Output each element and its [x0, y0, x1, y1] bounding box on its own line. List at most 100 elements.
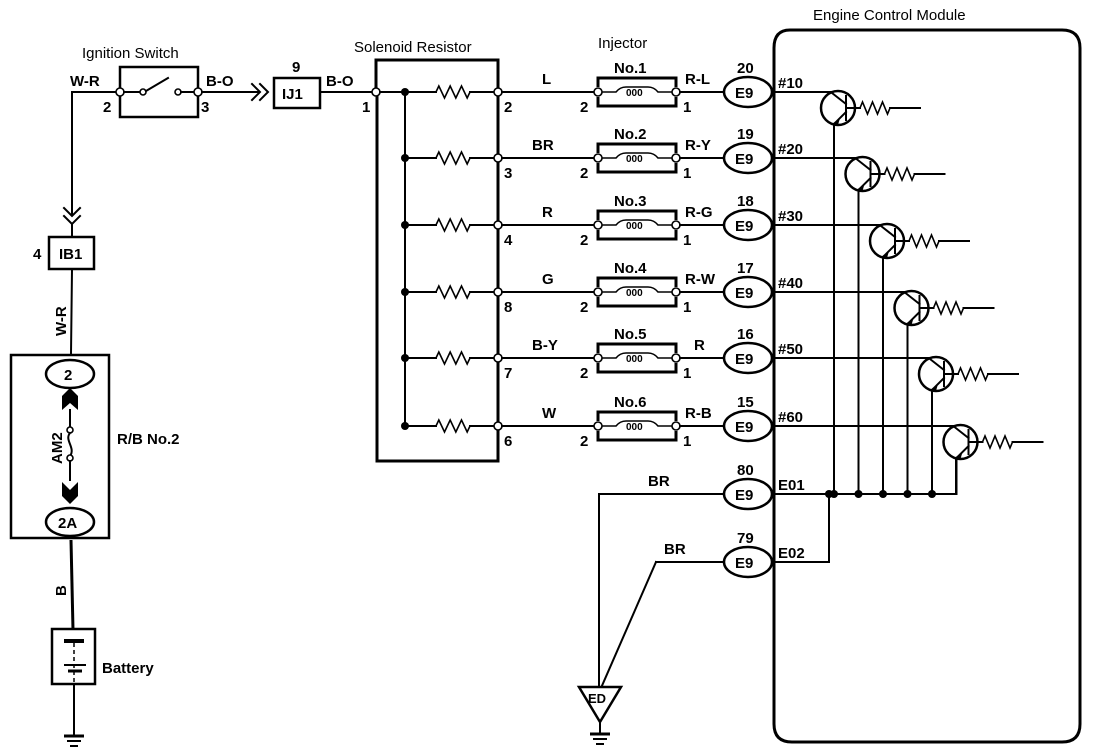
coil-glyph: 000 [626, 354, 643, 365]
wire-label: R-G [685, 204, 713, 221]
injector-pin-in: 2 [580, 299, 588, 316]
resistor-icon [435, 217, 471, 233]
coil-glyph: 000 [626, 88, 643, 99]
injector-coil-icon [602, 352, 672, 359]
resistor-branch: 8 [401, 284, 512, 316]
wire-label-b: B [53, 585, 70, 596]
connector-e9 [722, 275, 774, 309]
injector-coil-icon [602, 219, 672, 226]
injector-pin-in: 2 [580, 232, 588, 249]
ecm-signal-label: #30 [778, 208, 803, 225]
resistor-pin: 6 [504, 433, 512, 450]
wire-label-b-o-2: B-O [326, 73, 354, 90]
resistor-pin: 7 [504, 365, 512, 382]
connector-ij1: IJ1 9 [272, 59, 322, 110]
wire-label: W [542, 405, 557, 422]
injector-coil-icon [602, 286, 672, 293]
connector-label: E9 [735, 285, 753, 302]
battery: Battery [50, 627, 154, 747]
injector-name: No.4 [614, 260, 647, 277]
injector-name: No.1 [614, 60, 647, 77]
coil-glyph: 000 [626, 154, 643, 165]
injector-pin-in: 2 [580, 433, 588, 450]
wire-label-w-r: W-R [70, 73, 100, 90]
resistor-icon [908, 232, 940, 250]
wire-label-w-r-vertical: W-R [53, 306, 70, 336]
ecm-pin-number: 79 [737, 530, 754, 547]
wire-label: R [694, 337, 705, 354]
resistor-icon [435, 284, 471, 300]
resistor-branch: 4 [401, 217, 513, 249]
resistor-pin: 4 [504, 232, 513, 249]
resistor-icon [435, 418, 471, 434]
connector-e9 [722, 75, 774, 109]
injector-pin-out: 1 [683, 232, 691, 249]
resistor-icon [957, 365, 989, 383]
ecm-pin-number: 16 [737, 326, 754, 343]
injector-rows: L2000No.11R-LE920BR2000No.21R-YE919R2000… [501, 60, 774, 450]
ecm-driver-4: #40 [773, 275, 995, 498]
connector-e9 [722, 341, 774, 375]
connector-label: E9 [735, 218, 753, 235]
ecm-signal-label: #10 [778, 75, 803, 92]
wire-label: BR [648, 473, 670, 490]
resistor-pin: 8 [504, 299, 512, 316]
injector-1: L 2 000 No.1 1 R-L E9 20 [501, 60, 774, 116]
injector-pin-out: 1 [683, 299, 691, 316]
coil-glyph: 000 [626, 288, 643, 299]
ignition-pin-3: 3 [201, 99, 209, 116]
connector-label: E9 [735, 487, 753, 504]
resistor-icon [883, 165, 916, 183]
injector-title: Injector [598, 35, 647, 52]
resistor-pin: 2 [504, 99, 512, 116]
injector-pin-out: 1 [683, 99, 691, 116]
injector-pin-in: 2 [580, 365, 588, 382]
injector-pin-out: 1 [683, 165, 691, 182]
ecm-pin-number: 20 [737, 60, 754, 77]
wire-label-b-o: B-O [206, 73, 234, 90]
connector-ij1-pin: 9 [292, 59, 300, 76]
wire-label: R [542, 204, 553, 221]
wire-label: R-L [685, 71, 710, 88]
injector-pin-out: 1 [683, 365, 691, 382]
resistor-icon [859, 99, 891, 117]
resistor-icon [435, 150, 471, 166]
connector-label: E9 [735, 85, 753, 102]
fuse-am2-label: AM2 [49, 432, 66, 464]
wire-label: R-Y [685, 137, 711, 154]
ignition-switch: Ignition Switch W-R 2 3 B-O [70, 45, 234, 119]
resistor-icon [981, 433, 1014, 451]
solenoid-resistor-title: Solenoid Resistor [354, 39, 472, 56]
ecm-signal-label: #50 [778, 341, 803, 358]
ecm-driver-3: #30 [773, 208, 970, 498]
connector-label: E9 [735, 555, 753, 572]
ecm-pin-number: 19 [737, 126, 754, 143]
injector-name: No.6 [614, 394, 647, 411]
ignition-pin-2: 2 [103, 99, 111, 116]
wire-label: R-B [685, 405, 712, 422]
resistor-branch: 2 [401, 84, 512, 116]
injector-pin-out: 1 [683, 433, 691, 450]
ground-ed: ED [576, 685, 624, 745]
connector-e9 [722, 409, 774, 443]
ignition-switch-title: Ignition Switch [82, 45, 179, 62]
wire-label: B-Y [532, 337, 558, 354]
ecm-pin-number: 17 [737, 260, 754, 277]
ecm-signal-label: E01 [778, 477, 805, 494]
ground-ed-label: ED [588, 691, 606, 706]
connector-ib1-pin: 4 [33, 246, 42, 263]
ecm-signal-label: #40 [778, 275, 803, 292]
ecm-pin-number: 80 [737, 462, 754, 479]
resistor-pin: 3 [504, 165, 512, 182]
injector-coil-icon [602, 86, 672, 93]
injector-name: No.5 [614, 326, 647, 343]
wire-label: L [542, 71, 551, 88]
resistor-pin-1: 1 [362, 99, 370, 116]
injector-coil-icon [602, 152, 672, 159]
